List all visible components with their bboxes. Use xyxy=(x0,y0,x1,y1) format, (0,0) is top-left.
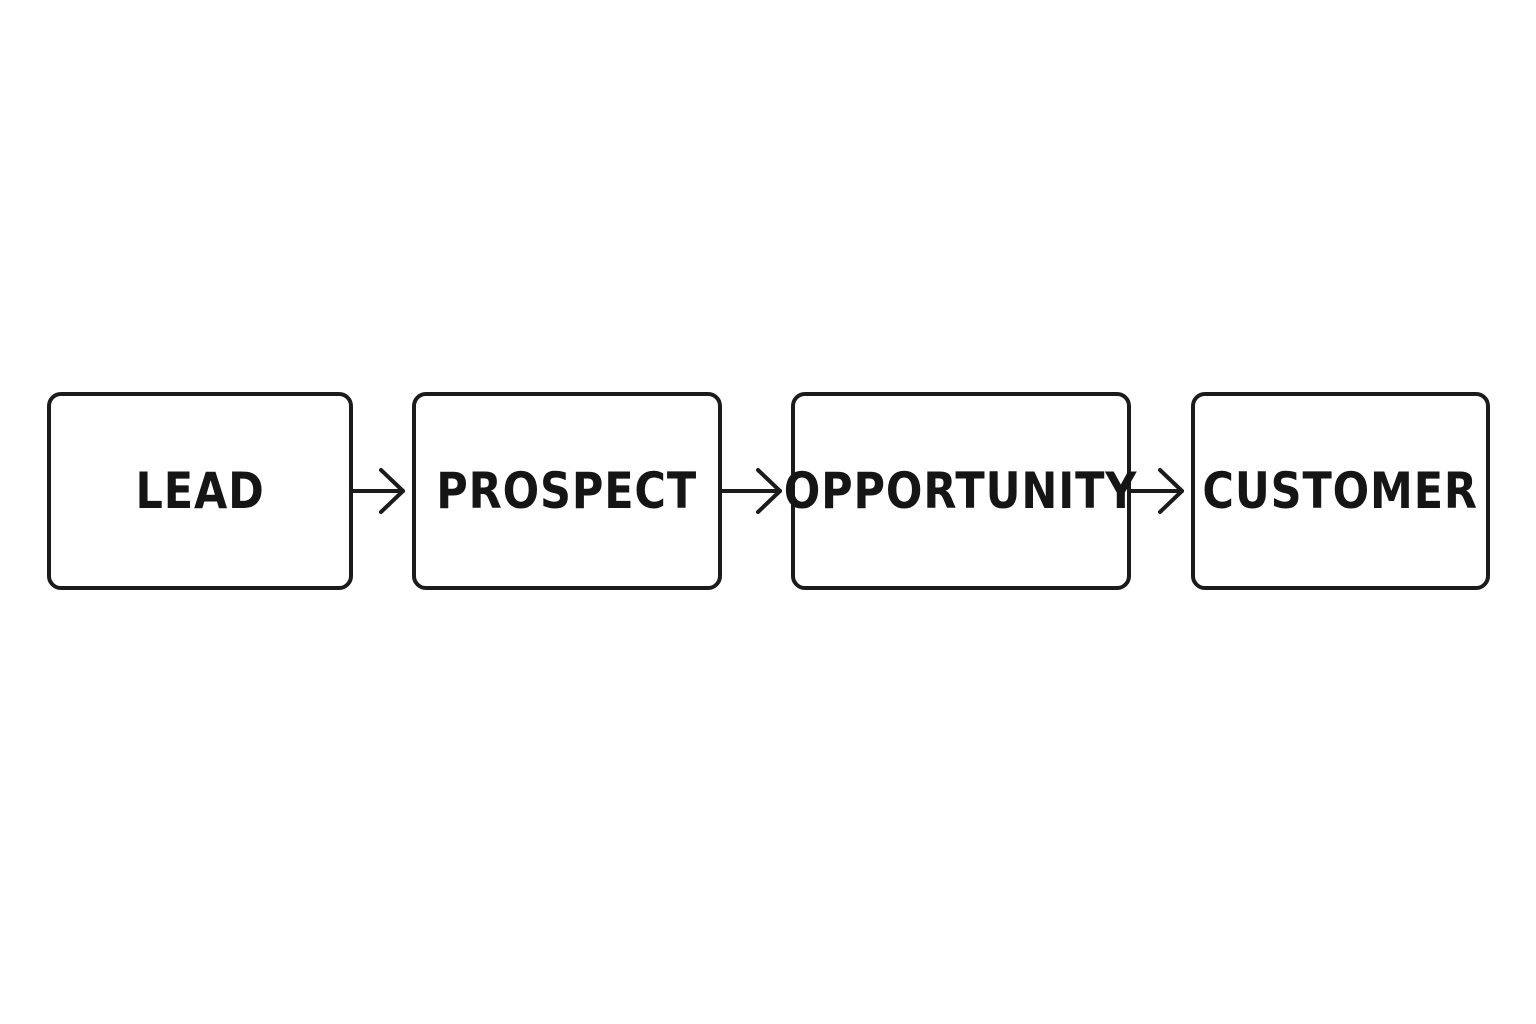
stage-box-lead: LEAD xyxy=(47,392,353,590)
stage-label-prospect: PROSPECT xyxy=(436,462,698,520)
arrow-right-icon xyxy=(1129,468,1184,514)
stage-label-customer: CUSTOMER xyxy=(1202,462,1479,520)
stage-label-lead: LEAD xyxy=(135,462,265,520)
arrow-right-icon xyxy=(351,468,405,514)
stage-label-opportunity: OPPORTUNITY xyxy=(784,462,1138,520)
stage-box-prospect: PROSPECT xyxy=(412,392,722,590)
stage-box-customer: CUSTOMER xyxy=(1191,392,1490,590)
stage-box-opportunity: OPPORTUNITY xyxy=(784,392,1137,590)
arrow-right-icon xyxy=(720,468,782,514)
